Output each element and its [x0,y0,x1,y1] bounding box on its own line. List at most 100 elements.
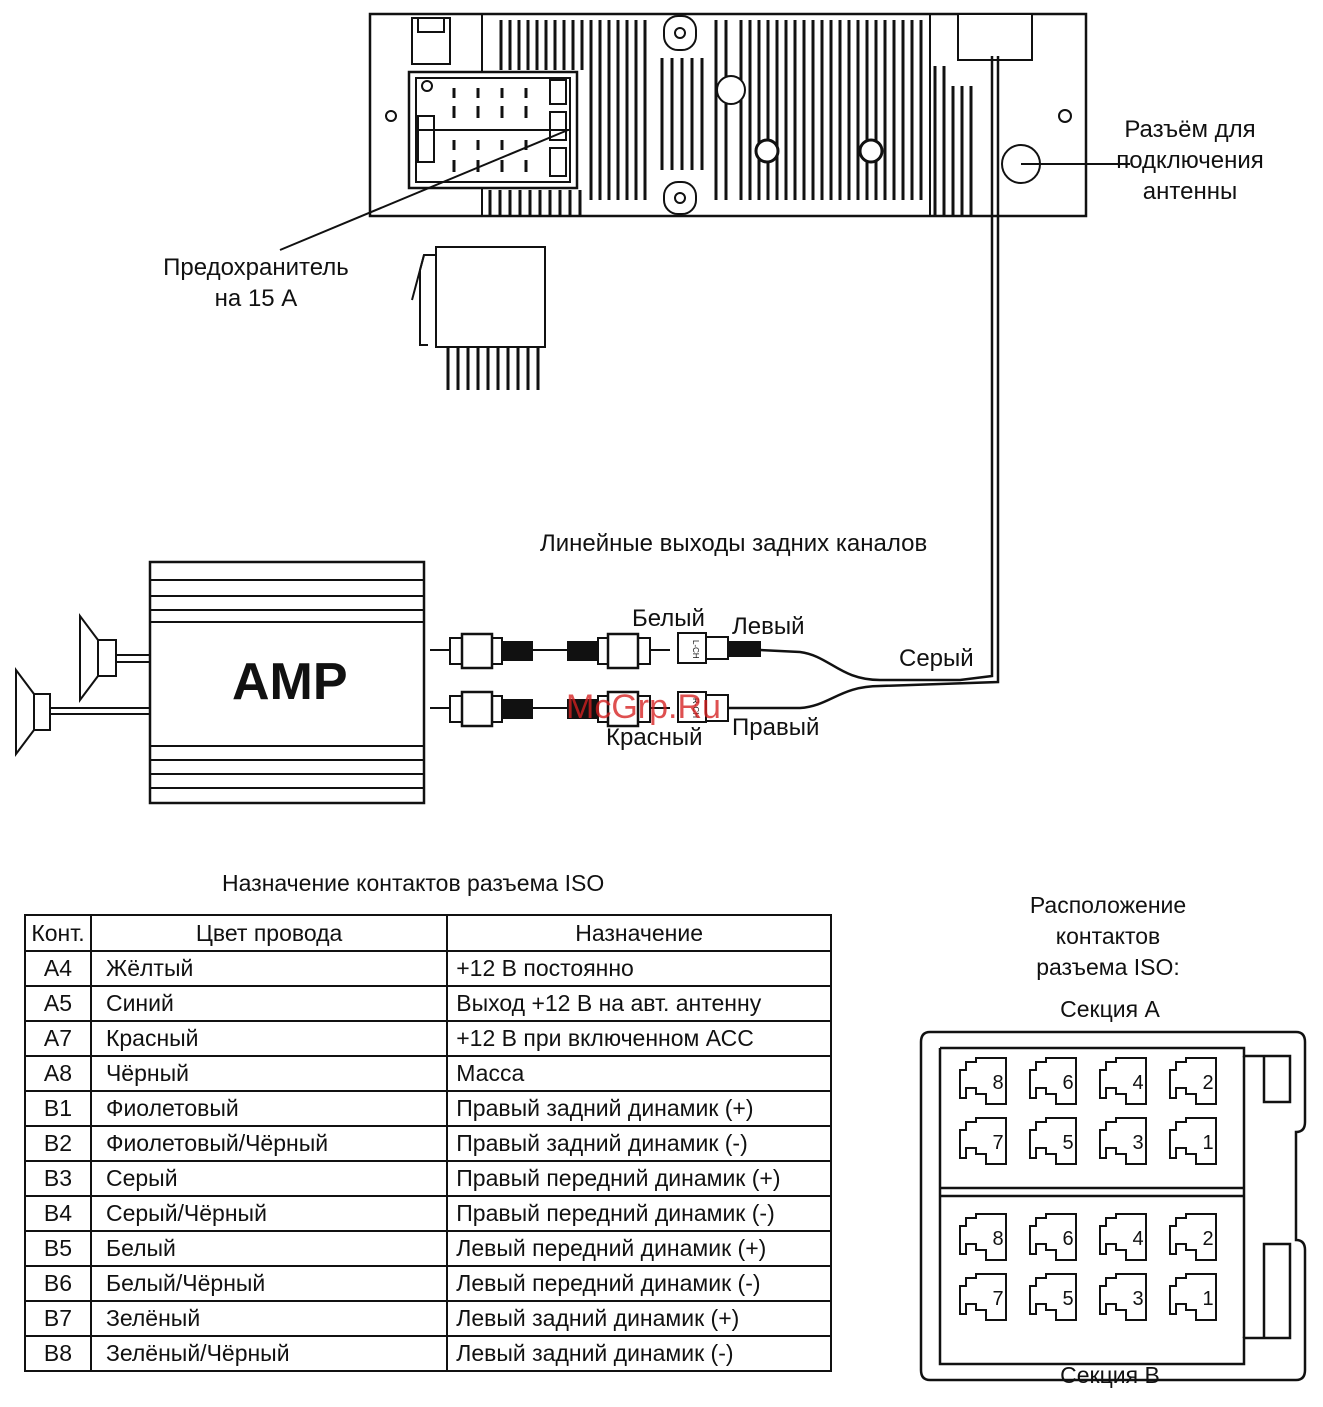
pinout-title-line-2: контактов [1055,923,1161,949]
iso-pin: 6 [1029,1057,1077,1105]
cell-contact: B8 [24,1335,92,1372]
iso-pin: 1 [1169,1273,1217,1321]
iso-pin-number: 8 [992,1072,1003,1094]
watermark: McGrp.Ru [566,688,721,726]
iso-pin-number: 2 [1202,1228,1213,1250]
rca-cable-left [430,632,761,670]
iso-pin: 4 [1099,1213,1147,1261]
iso-pin: 4 [1099,1057,1147,1105]
iso-pin: 7 [959,1117,1007,1165]
gray-wire-label: Серый [899,645,974,672]
iso-pin-number: 3 [1132,1132,1143,1154]
antenna-label-line-3: антенны [1142,178,1238,205]
fuse-leader-line [279,129,569,251]
cell-purpose: Левый передний динамик (+) [446,1230,832,1267]
iso-pin-number: 1 [1202,1288,1213,1310]
iso-pin-number: 8 [992,1228,1003,1250]
cell-wire-color: Белый/Чёрный [89,1265,449,1302]
pinout-title-line-3: разъема ISO: [1036,954,1180,980]
cell-purpose: +12 В при включенном АСС [446,1020,832,1057]
amplifier [148,560,426,805]
iso-pin: 2 [1169,1057,1217,1105]
iso-pin: 6 [1029,1213,1077,1261]
iso-pin-number: 5 [1062,1132,1073,1154]
cell-contact: B7 [24,1300,92,1337]
iso-table-title: Назначение контактов разъема ISO [222,870,605,896]
cell-contact: B3 [24,1160,92,1197]
cell-wire-color: Жёлтый [89,950,449,987]
iso-pin-number: 7 [992,1132,1003,1154]
iso-pin-number: 4 [1132,1228,1143,1250]
iso-pin: 7 [959,1273,1007,1321]
cell-wire-color: Фиолетовый/Чёрный [89,1125,449,1162]
cell-purpose: Правый задний динамик (-) [446,1125,832,1162]
cell-contact: A5 [24,985,92,1022]
cell-purpose: Левый задний динамик (+) [446,1300,832,1337]
cell-wire-color: Белый [89,1230,449,1267]
cell-purpose: +12 В постоянно [446,950,832,987]
red-wire-label: Красный [606,724,703,751]
cell-wire-color: Красный [89,1020,449,1057]
plug-left-marking: L-CH [691,640,700,659]
iso-pin-number: 3 [1132,1288,1143,1310]
cell-wire-color: Чёрный [89,1055,449,1092]
cell-contact: B4 [24,1195,92,1232]
antenna-label-line-2: подключения [1116,147,1264,174]
iso-pin-number: 6 [1062,1072,1073,1094]
iso-pin: 2 [1169,1213,1217,1261]
cell-purpose: Правый передний динамик (+) [446,1160,832,1197]
cell-contact: B5 [24,1230,92,1267]
iso-pin-number: 7 [992,1288,1003,1310]
iso-pin-number: 6 [1062,1228,1073,1250]
iso-pin: 8 [959,1213,1007,1261]
table-header-row: Конт. Цвет провода Назначение [24,914,832,952]
antenna-connector-label: Разъём для подключения антенны [1110,114,1270,207]
iso-pin: 5 [1029,1117,1077,1165]
pinout-title-line-1: Расположение [1029,892,1187,918]
cell-contact: B2 [24,1125,92,1162]
cell-purpose: Выход +12 В на авт. антенну [446,985,832,1022]
speaker-lower [15,667,150,757]
cell-purpose: Правый задний динамик (+) [446,1090,832,1127]
header-wire-color: Цвет провода [89,914,449,952]
cell-purpose: Левый передний динамик (-) [446,1265,832,1302]
iso-pin: 3 [1099,1117,1147,1165]
iso-pin: 8 [959,1057,1007,1105]
iso-pin: 1 [1169,1117,1217,1165]
white-wire-label: Белый [632,605,705,632]
pinout-title: Расположение контактов разъема ISO: [1010,890,1206,983]
cell-purpose: Левый задний динамик (-) [446,1335,832,1372]
cell-purpose: Правый передний динамик (-) [446,1195,832,1232]
iso-pin-number: 2 [1202,1072,1213,1094]
antenna-label-line-1: Разъём для [1124,116,1256,143]
cell-wire-color: Серый [89,1160,449,1197]
section-a-label: Секция А [1060,996,1160,1022]
fuse-label-line-1: Предохранитель [163,254,349,281]
cell-wire-color: Серый/Чёрный [89,1195,449,1232]
speaker-upper [79,613,150,703]
cell-contact: A8 [24,1055,92,1092]
cell-purpose: Масса [446,1055,832,1092]
right-channel-label: Правый [732,714,820,741]
iso-pin-number: 1 [1202,1132,1213,1154]
section-b-label: Секция В [1060,1362,1160,1388]
cell-contact: A7 [24,1020,92,1057]
cell-wire-color: Синий [89,985,449,1022]
rca-cable-right [430,690,729,728]
iso-pin-number: 5 [1062,1288,1073,1310]
header-purpose: Назначение [446,914,832,952]
cell-contact: B6 [24,1265,92,1302]
iso-pins: 8 6 4 2 7 5 3 1 8 6 4 2 7 5 3 1 [959,1057,1217,1321]
